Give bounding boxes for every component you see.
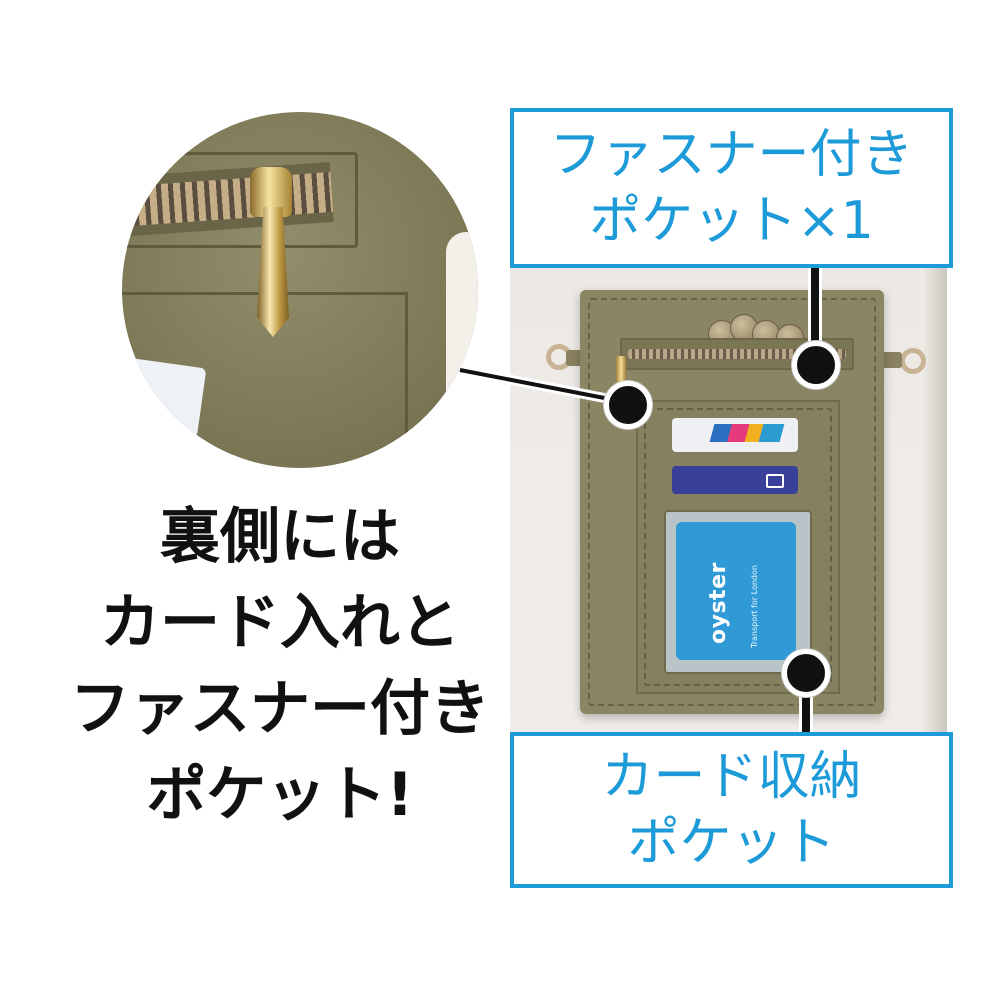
- zipper-teeth: [628, 349, 846, 359]
- panel-stitch: [644, 408, 832, 686]
- card-pocket-label-line2: ポケット: [627, 813, 836, 873]
- card-slot-middle[interactable]: [672, 466, 798, 494]
- zoom-circle: [122, 112, 478, 468]
- zipper-callout-dot: [792, 341, 840, 389]
- card-logo-icon: [766, 474, 784, 488]
- zoom-zipper-pull: [257, 207, 289, 337]
- caption-line: ポケット!: [146, 760, 414, 830]
- zipper-pull[interactable]: [616, 356, 626, 386]
- zoom-seam: [122, 152, 358, 248]
- zipper-pocket-label-line2: ポケット×1: [589, 191, 874, 251]
- caption-line: 裏側には: [160, 502, 400, 572]
- zoom-leader-line: [459, 368, 626, 404]
- card-slot-top[interactable]: [672, 418, 798, 452]
- zoom-background-edge: [446, 232, 478, 432]
- pouch-back: oyster Transport for London: [580, 290, 884, 714]
- zipper-pocket-label-line1: ファスナー付き: [549, 125, 914, 185]
- oyster-card: oyster Transport for London: [676, 522, 796, 660]
- pouch-stitch: [588, 298, 876, 706]
- zipper-pocket-label: ファスナー付き ポケット×1: [510, 108, 953, 268]
- strap-tab-right: [880, 352, 902, 368]
- caption-line: カード入れと: [100, 588, 460, 658]
- card-pocket-label: カード収納 ポケット: [510, 732, 953, 888]
- card-callout-dot: [782, 649, 830, 697]
- caption-text: 裏側には カード入れと ファスナー付き ポケット!: [0, 494, 560, 838]
- zoom-leader-dot: [604, 381, 652, 429]
- strap-ring-right: [900, 348, 926, 374]
- id-window-pocket[interactable]: oyster Transport for London: [664, 510, 812, 674]
- zipper-callout-line: [808, 266, 822, 362]
- caption-line: ファスナー付き: [70, 674, 490, 744]
- card-pocket-label-line1: カード収納: [601, 747, 862, 807]
